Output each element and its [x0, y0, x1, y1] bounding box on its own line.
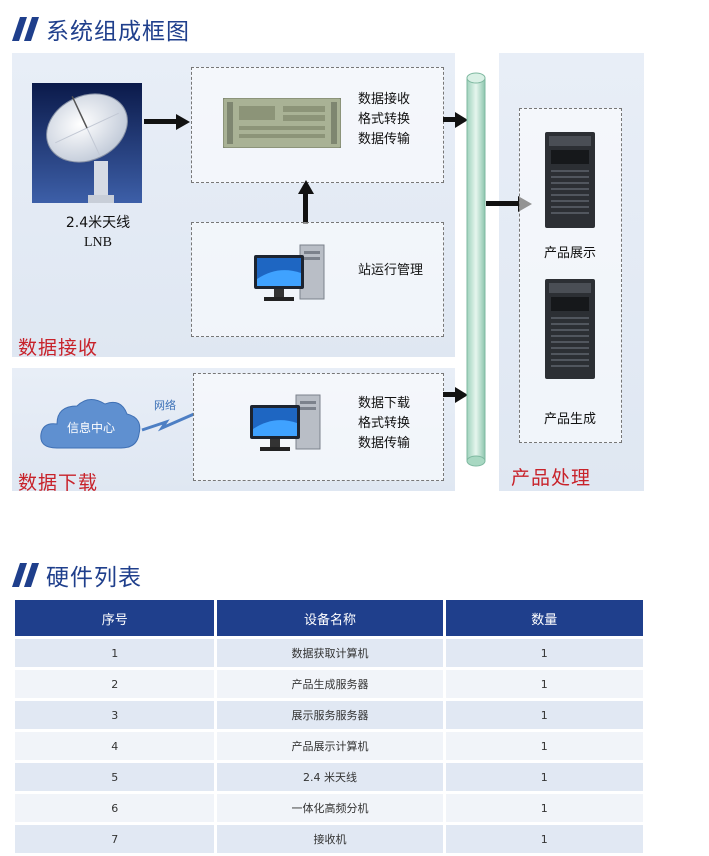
- cloud-label: 信息中心: [66, 421, 115, 435]
- rack-server-image: [222, 97, 342, 149]
- cell-device-name: 一体化高频分机: [217, 794, 443, 822]
- cell-index: 1: [15, 639, 215, 667]
- download-line-2: 格式转换: [358, 416, 411, 431]
- table-row: 3 展示服务服务器 1: [15, 701, 643, 729]
- receiver-line-2: 格式转换: [358, 112, 411, 127]
- product-section-label: 产品处理: [511, 467, 592, 489]
- arrow-right-icon: [443, 387, 468, 403]
- workstation-image: [250, 243, 328, 305]
- diagram-section-title: 系统组成框图: [12, 12, 190, 46]
- cell-device-name: 产品展示计算机: [217, 732, 443, 760]
- download-line-1: 数据下载: [358, 396, 411, 411]
- satellite-dish-icon: [32, 83, 142, 203]
- table-row: 5 2.4 米天线 1: [15, 763, 643, 791]
- lnb-label: LNB: [84, 235, 112, 250]
- tower-server-icon: [545, 279, 595, 379]
- cell-device-name: 数据获取计算机: [217, 639, 443, 667]
- cell-index: 6: [15, 794, 215, 822]
- download-section-label: 数据下载: [18, 472, 99, 494]
- table-row: 7 接收机 1: [15, 825, 643, 853]
- cell-device-name: 展示服务服务器: [217, 701, 443, 729]
- cloud-icon: [40, 399, 141, 449]
- product-display-label: 产品展示: [543, 246, 596, 261]
- table-row: 6 一体化高频分机 1: [15, 794, 643, 822]
- network-label: 网络: [154, 399, 176, 412]
- receive-section-label: 数据接收: [18, 337, 99, 359]
- cell-index: 2: [15, 670, 215, 698]
- computer-icon: [250, 394, 321, 451]
- table-row: 1 数据获取计算机 1: [15, 639, 643, 667]
- arrow-up-icon: [298, 180, 314, 224]
- download-workstation-image: [246, 393, 324, 455]
- cell-quantity: 1: [445, 701, 643, 729]
- header-quantity: 数量: [445, 600, 643, 636]
- cell-quantity: 1: [445, 794, 643, 822]
- cell-device-name: 产品生成服务器: [217, 670, 443, 698]
- table-row: 4 产品展示计算机 1: [15, 732, 643, 760]
- slash-decoration-icon: [12, 17, 39, 41]
- cell-index: 4: [15, 732, 215, 760]
- receiver-line-3: 数据传输: [358, 132, 411, 147]
- slash-decoration-icon: [12, 563, 39, 587]
- display-server-image: [545, 132, 595, 228]
- computer-icon: [254, 244, 325, 301]
- cell-device-name: 接收机: [217, 825, 443, 853]
- cloud-image: [37, 392, 145, 456]
- cell-index: 5: [15, 763, 215, 791]
- cell-device-name: 2.4 米天线: [217, 763, 443, 791]
- arrow-right-icon: [144, 114, 190, 130]
- header-index: 序号: [15, 600, 215, 636]
- receiver-line-1: 数据接收: [358, 92, 411, 107]
- antenna-image: [32, 83, 142, 203]
- hardware-table: 序号 设备名称 数量 1 数据获取计算机 1 2 产品生成服务器 1 3 展示服…: [12, 597, 646, 856]
- cell-quantity: 1: [445, 670, 643, 698]
- hardware-title: 硬件列表: [46, 565, 142, 591]
- cell-quantity: 1: [445, 732, 643, 760]
- antenna-label: 2.4米天线: [65, 215, 131, 231]
- rack-server-icon: [222, 97, 342, 149]
- hardware-section-title: 硬件列表: [12, 558, 142, 592]
- bus-cylinder-icon: [466, 72, 486, 467]
- generate-server-image: [545, 279, 595, 379]
- cell-quantity: 1: [445, 825, 643, 853]
- network-lightning-icon: [141, 412, 195, 432]
- cell-quantity: 1: [445, 763, 643, 791]
- product-generate-label: 产品生成: [543, 412, 596, 427]
- diagram-title: 系统组成框图: [46, 19, 190, 45]
- header-device-name: 设备名称: [217, 600, 443, 636]
- cell-index: 3: [15, 701, 215, 729]
- station-label: 站运行管理: [358, 263, 424, 278]
- download-line-3: 数据传输: [358, 436, 411, 451]
- cell-quantity: 1: [445, 639, 643, 667]
- table-header-row: 序号 设备名称 数量: [15, 600, 643, 636]
- table-row: 2 产品生成服务器 1: [15, 670, 643, 698]
- data-bus: [466, 72, 486, 467]
- cell-index: 7: [15, 825, 215, 853]
- arrow-right-icon: [443, 112, 468, 128]
- tower-server-icon: [545, 132, 595, 228]
